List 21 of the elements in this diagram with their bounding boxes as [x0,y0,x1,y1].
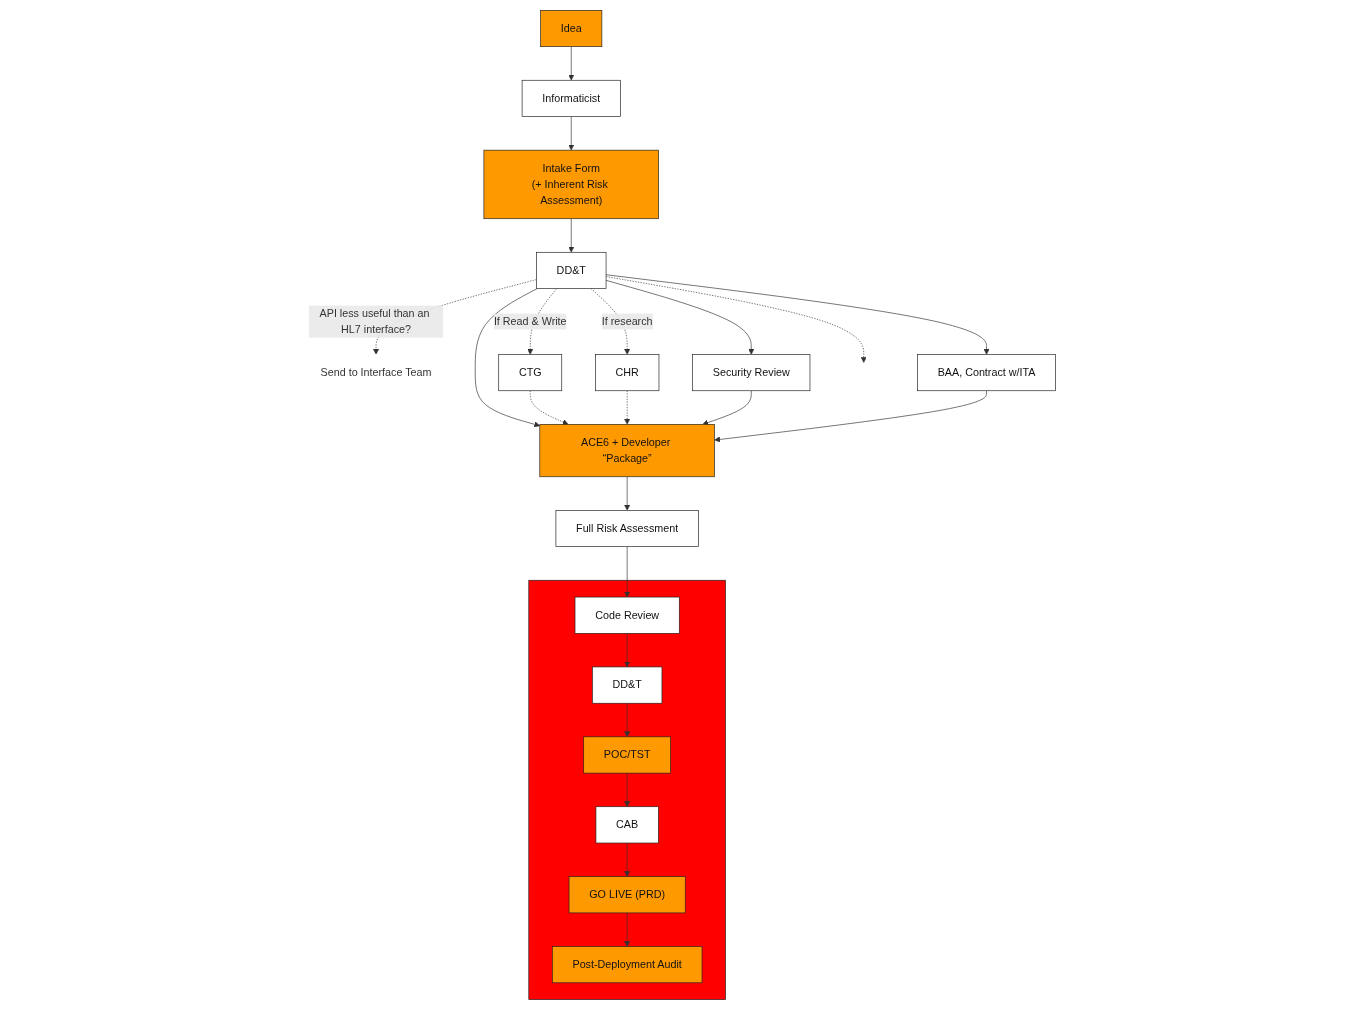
node-box: CHR [595,354,660,392]
node-box: Post-Deployment Audit [551,946,703,984]
cluster [528,579,726,1000]
node-box: POC/TST [583,736,671,774]
node-text: Send to Interface Team [320,366,432,378]
node-box: Full Risk Assessment [555,510,699,547]
node-box: CAB [595,806,659,844]
node-box: Idea [540,10,603,47]
node-box: Informaticist [521,79,621,117]
edge-label: If Read & Write [493,315,567,327]
node-box: DD&T [536,252,607,289]
node-box: DD&T [592,666,663,704]
edge-label: API less useful than an HL7 interface? [319,307,430,335]
node-box: Security Review [692,354,811,392]
node-box: Code Review [574,596,680,634]
node-box: GO LIVE (PRD) [568,876,686,914]
node-box: Intake Form (+ Inherent Risk Assessment) [483,149,659,220]
node-box: ACE6 + Developer “Package” [539,424,715,478]
node-box: BAA, Contract w/ITA [917,354,1056,392]
node-box: CTG [498,354,563,392]
edge-label: If research [601,315,653,327]
